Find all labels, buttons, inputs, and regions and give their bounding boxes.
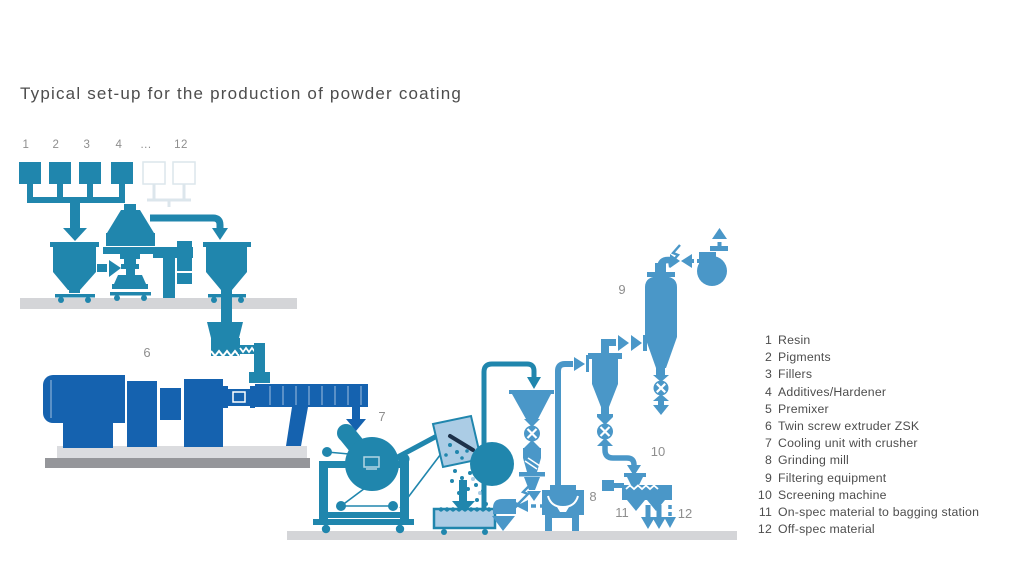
crusher (431, 414, 483, 469)
extruder-feeder (207, 322, 270, 383)
mill-air-junction (492, 483, 572, 531)
legend-item-resin: 1 Resin (757, 332, 979, 349)
label-offspec-12: 12 (678, 506, 692, 521)
extruder-base (45, 446, 310, 468)
legend-num: 7 (764, 436, 772, 451)
label-screening-10: 10 (651, 444, 665, 459)
legend-label: Off-spec material (778, 522, 875, 537)
pneumatic-riser-1 (481, 361, 541, 509)
legend-num: 2 (764, 350, 772, 365)
cooling-unit (313, 423, 459, 534)
feeder-number-1: 1 (23, 139, 30, 151)
legend-label: Additives/Hardener (778, 384, 887, 399)
output-arrows (641, 505, 676, 529)
mill-feed-hopper (509, 390, 554, 501)
legend-label: On-spec material to bagging station (778, 504, 980, 519)
melt-arrow (346, 405, 366, 431)
legend-item-screening: 10 Screening machine (757, 487, 979, 504)
weigh-hopper-1 (50, 242, 99, 303)
chips-arrow (452, 480, 475, 514)
label-onspec-11: 11 (615, 505, 629, 520)
legend-label: Fillers (778, 367, 813, 382)
legend-label: Cooling unit with crusher (778, 436, 918, 451)
legend-label: Grinding mill (778, 453, 849, 468)
legend-label: Resin (778, 333, 811, 347)
feeder-number-3: 3 (84, 139, 91, 151)
mezzanine-platform (20, 298, 297, 309)
legend-num: 12 (757, 522, 772, 537)
label-filter-9: 9 (618, 282, 625, 297)
cyclone (588, 335, 647, 476)
legend-item-fillers: 3 Fillers (757, 366, 979, 383)
legend-item-premixer: 5 Premixer (757, 401, 979, 418)
exhaust-fan (668, 228, 728, 286)
page-title: Typical set-up for the production of pow… (20, 84, 463, 103)
legend-item-mill: 8 Grinding mill (757, 452, 979, 469)
legend-item-cooling: 7 Cooling unit with crusher (757, 435, 979, 452)
legend-item-extruder: 6 Twin screw extruder ZSK (757, 418, 979, 435)
legend-num: 8 (764, 453, 772, 468)
legend-num: 1 (764, 333, 772, 347)
legend-item-additives: 4 Additives/Hardener (757, 384, 979, 401)
legend-label: Twin screw extruder ZSK (778, 418, 920, 433)
premixer-outlet-pipe (150, 214, 228, 240)
feeder-number-row: 1 2 3 4 ... 12 (23, 139, 188, 151)
equipment-number-labels: 6 7 8 9 10 11 12 (143, 282, 692, 521)
legend-num: 6 (764, 418, 772, 433)
filtering-equipment (645, 254, 680, 415)
label-cooling-7: 7 (378, 409, 385, 424)
twin-screw-extruder (43, 375, 368, 448)
legend-label: Filtering equipment (778, 470, 887, 485)
legend-label: Premixer (778, 401, 829, 416)
drum-motor-icon (363, 456, 380, 470)
legend-num: 11 (758, 504, 772, 519)
premixer (103, 204, 158, 301)
feeder-station (19, 161, 196, 241)
grinding-mill (542, 485, 584, 531)
legend-num: 9 (764, 470, 772, 485)
legend-item-pigments: 2 Pigments (757, 349, 979, 366)
legend-item-onspec: 11 On-spec material to bagging station (757, 504, 979, 521)
legend-item-offspec: 12 Off-spec material (757, 521, 979, 538)
legend-label: Screening machine (778, 487, 887, 502)
feeder-number-ellipsis: ... (140, 139, 151, 151)
legend-num: 5 (764, 401, 772, 416)
screening-machine (602, 473, 672, 511)
ground-floor (287, 531, 737, 540)
mill-riser (555, 355, 589, 485)
label-extruder-6: 6 (143, 345, 150, 360)
transfer-arrow (97, 260, 121, 277)
feeder-number-2: 2 (53, 139, 60, 151)
legend-item-filtering: 9 Filtering equipment (757, 470, 979, 487)
feeder-number-4: 4 (116, 139, 123, 151)
cooling-roll (470, 442, 514, 486)
legend-num: 10 (757, 487, 772, 502)
mixer-lift (153, 241, 193, 298)
legend-num: 4 (764, 384, 772, 399)
legend-label: Pigments (778, 350, 831, 365)
label-mill-8: 8 (589, 489, 596, 504)
feeder-number-12: 12 (174, 139, 188, 151)
legend: 1 Resin 2 Pigments 3 Fillers 4 Additives… (757, 332, 979, 538)
legend-num: 3 (764, 367, 772, 382)
chips-tray (432, 507, 497, 535)
weigh-hopper-2 (203, 242, 251, 324)
